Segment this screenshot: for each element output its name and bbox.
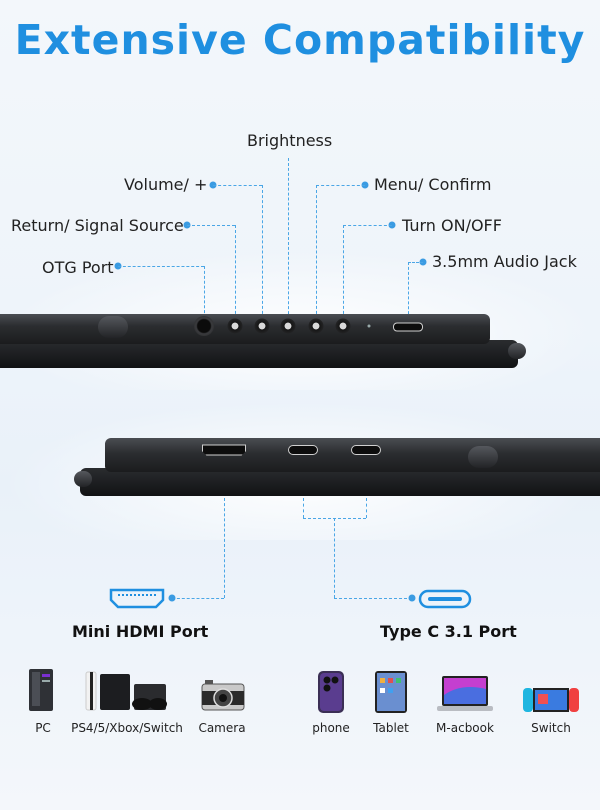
port-label-hdmi: Mini HDMI Port bbox=[72, 622, 209, 641]
camera-icon bbox=[201, 680, 245, 711]
leader-usbc-h bbox=[334, 598, 412, 599]
phone-icon bbox=[318, 671, 344, 713]
leader-usbc-v bbox=[334, 518, 335, 598]
leader-menu-v bbox=[316, 185, 317, 324]
leader-hdmi-h bbox=[172, 598, 224, 599]
hinge-bottom-right bbox=[468, 446, 498, 468]
leader-menu-h bbox=[316, 185, 365, 186]
leader-dot-usbc bbox=[408, 594, 416, 602]
brightness-button bbox=[280, 318, 296, 334]
device-label-camera: Camera bbox=[198, 721, 246, 735]
monitor-top-rear-panel bbox=[0, 340, 518, 368]
callout-power: Turn ON/OFF bbox=[402, 216, 502, 235]
device-label-tablet: Tablet bbox=[373, 721, 409, 735]
hdmi-port-icon bbox=[109, 588, 165, 609]
switch-console-icon bbox=[523, 688, 579, 712]
callout-audio: 3.5mm Audio Jack bbox=[432, 252, 577, 271]
leader-audio-v bbox=[408, 262, 409, 324]
menu-button bbox=[308, 318, 324, 334]
volume-button bbox=[254, 318, 270, 334]
otg-port bbox=[194, 316, 214, 336]
device-label-switch: Switch bbox=[531, 721, 571, 735]
monitor-bottom-rear-panel bbox=[80, 468, 600, 496]
power-button bbox=[335, 318, 351, 334]
monitor-bottom-side-panel bbox=[105, 438, 600, 472]
usbc-port-slot-2 bbox=[351, 445, 381, 455]
hdmi-port-slot bbox=[202, 444, 246, 456]
usbc-port-icon bbox=[418, 589, 472, 609]
return-button bbox=[227, 318, 243, 334]
leader-power-h bbox=[343, 225, 392, 226]
leader-dot-menu bbox=[361, 181, 369, 189]
leader-hdmi-v bbox=[224, 498, 225, 598]
leader-usbc1-v bbox=[303, 498, 304, 518]
indicator-led bbox=[367, 324, 371, 328]
device-label-phone: phone bbox=[312, 721, 350, 735]
callout-volume: Volume/ + bbox=[124, 175, 208, 194]
leader-power-v bbox=[343, 225, 344, 324]
leader-brightness bbox=[288, 158, 289, 324]
hinge-bottom-left bbox=[74, 471, 92, 487]
page-title: Extensive Compatibility bbox=[14, 16, 586, 64]
port-label-typec: Type C 3.1 Port bbox=[380, 622, 517, 641]
tablet-icon bbox=[375, 671, 407, 713]
device-label-consoles: PS4/5/Xbox/Switch bbox=[71, 721, 183, 735]
laptop-icon bbox=[437, 676, 493, 711]
callout-brightness: Brightness bbox=[247, 131, 333, 150]
hinge-left bbox=[98, 316, 128, 338]
leader-volume-h bbox=[213, 185, 262, 186]
leader-otg-v bbox=[204, 266, 205, 323]
leader-return-h bbox=[187, 225, 235, 226]
leader-dot-power bbox=[388, 221, 396, 229]
usbc-port-slot-1 bbox=[288, 445, 318, 455]
device-label-pc: PC bbox=[35, 721, 51, 735]
leader-otg-h bbox=[118, 266, 204, 267]
game-console-icon bbox=[85, 671, 167, 711]
leader-audio-h bbox=[408, 262, 423, 263]
callout-menu: Menu/ Confirm bbox=[374, 175, 492, 194]
callout-otg: OTG Port bbox=[42, 258, 114, 277]
audio-jack-port bbox=[393, 322, 423, 332]
callout-return: Return/ Signal Source bbox=[11, 216, 184, 235]
leader-volume-v bbox=[262, 185, 263, 324]
leader-dot-hdmi bbox=[168, 594, 176, 602]
pc-tower-icon bbox=[29, 669, 53, 711]
hinge-right bbox=[508, 343, 526, 359]
leader-dot-audio bbox=[419, 258, 427, 266]
device-label-laptop: M-acbook bbox=[436, 721, 494, 735]
leader-return-v bbox=[235, 225, 236, 324]
leader-usbc2-v bbox=[366, 498, 367, 518]
